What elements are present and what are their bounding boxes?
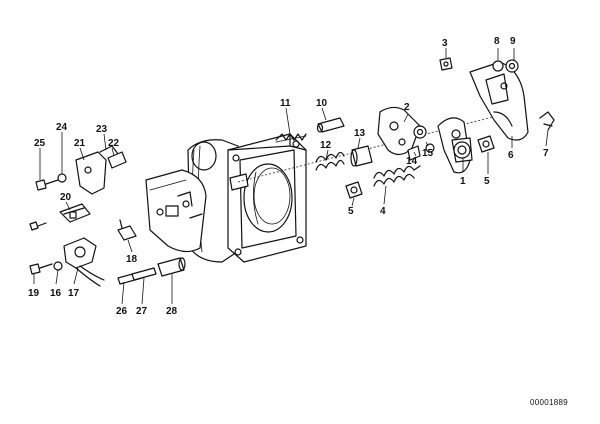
callout-12: 12 [320,140,332,151]
bushing-left [345,181,363,199]
callout-7: 7 [543,148,549,159]
washer-16 [53,261,63,271]
callout-27: 27 [136,306,148,317]
callout-6: 6 [508,150,514,161]
callout-14: 14 [406,156,418,167]
sensor-bracket [75,145,127,195]
coil-spring [315,151,345,171]
callout-22: 22 [108,138,120,149]
bushing-right [477,135,495,153]
spacer-tube [316,117,345,133]
small-parts-14-15 [407,125,435,161]
callout-28: 28 [166,306,178,317]
sleeve-28 [157,257,186,277]
callout-21: 21 [74,138,86,149]
screw-19 [29,263,53,275]
screw-25 [35,179,59,191]
throttle-lever [437,117,473,174]
callout-4: 4 [380,206,386,217]
sleeve [350,145,373,167]
callout-8: 8 [494,36,500,47]
callout-labels: 1 2 3 4 5 5 6 7 8 9 10 11 12 13 14 15 16… [28,36,549,317]
side-plate [145,169,207,253]
screw-short [29,221,47,231]
screw-plate [189,213,203,219]
clip-18 [117,219,137,241]
callout-10: 10 [316,98,328,109]
spring-clip [539,111,555,131]
mounting-bracket [469,61,529,141]
callout-20: 20 [60,192,72,203]
callout-26: 26 [116,306,128,317]
callout-11: 11 [280,98,291,109]
callout-1: 1 [460,176,466,187]
leader-lines [33,48,549,305]
pins-26-27 [117,267,157,285]
callout-17: 17 [68,288,80,299]
drawing-reference-code: 00001889 [530,398,568,407]
return-spring [373,165,421,187]
callout-9: 9 [510,36,516,47]
callout-24: 24 [56,122,68,133]
callout-15: 15 [422,148,434,159]
callout-23: 23 [96,124,108,135]
callout-2: 2 [404,102,410,113]
hex-nut [439,57,453,71]
washer-24 [57,173,67,183]
callout-16: 16 [50,288,62,299]
throttle-switch [63,237,105,287]
callout-5b: 5 [348,206,354,217]
tension-spring [275,133,307,143]
callout-25: 25 [34,138,46,149]
callout-3: 3 [442,38,448,49]
callout-18: 18 [126,254,138,265]
callout-19: 19 [28,288,40,299]
callout-13: 13 [354,128,366,139]
callout-5a: 5 [484,176,490,187]
connector-20 [59,203,91,223]
washer-pair [492,59,519,73]
